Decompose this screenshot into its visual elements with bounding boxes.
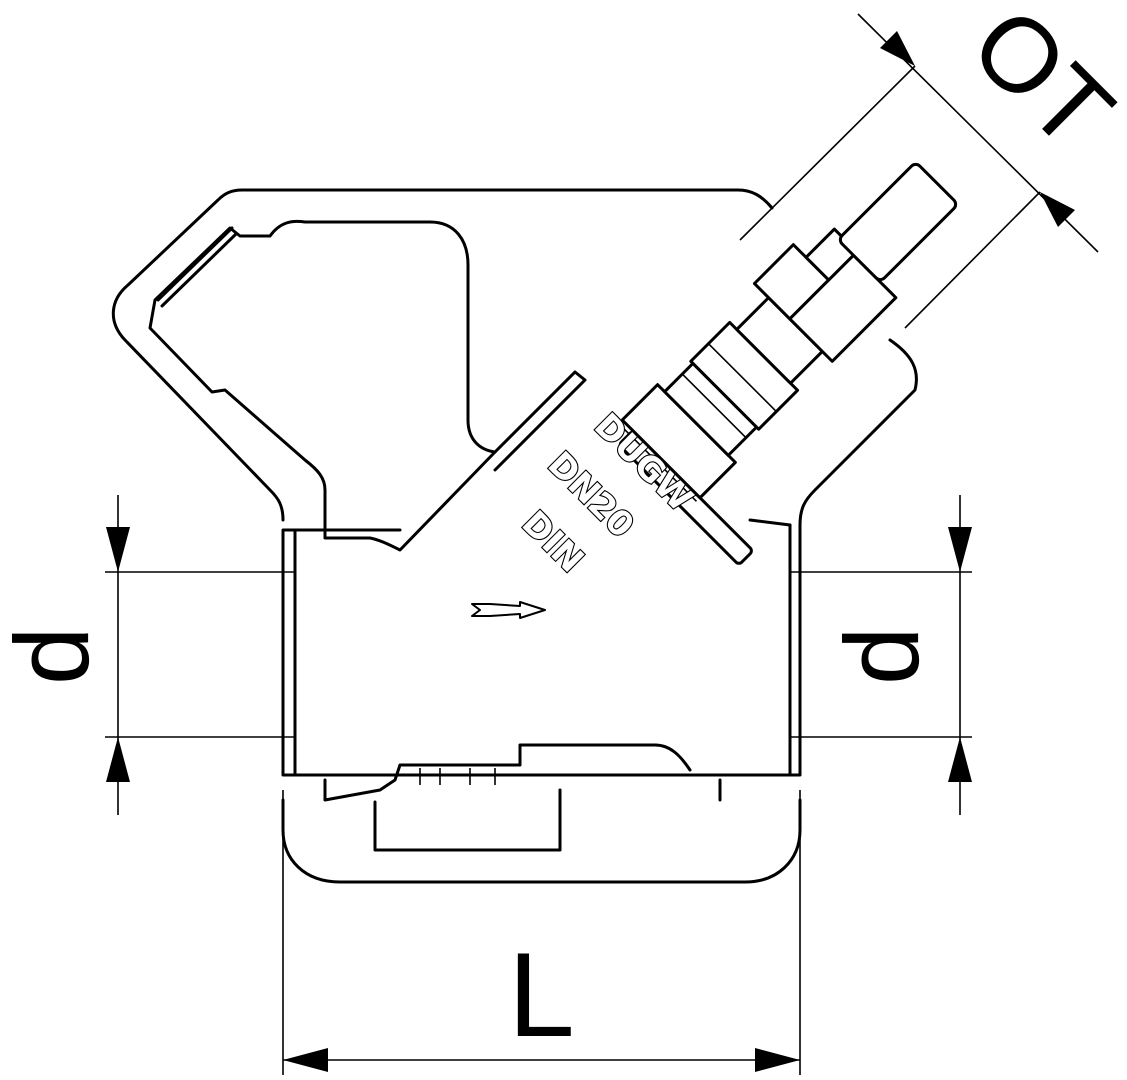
body-wall (493, 370, 587, 472)
dimension-d-left: d (0, 495, 295, 815)
dimension-label-d-left: d (0, 627, 111, 685)
flow-arrow-icon (471, 601, 546, 619)
dimension-d-right: d (790, 495, 972, 815)
dimension-l: L (282, 790, 801, 1075)
dimension-label-l: L (508, 928, 575, 1062)
cap-flat (156, 226, 238, 308)
pipe-body (281, 523, 802, 777)
strainer-cap (148, 219, 497, 552)
dimension-label-d-right: d (824, 627, 941, 685)
drain-plug (323, 743, 722, 852)
housing-outline-right (798, 338, 918, 527)
bottom-bowl (281, 798, 802, 884)
pipe-body-right-top (748, 518, 792, 527)
housing-outline (111, 188, 774, 522)
valve-stem (618, 162, 958, 565)
drain-threads (419, 768, 496, 785)
marking-din: DIN (514, 503, 591, 580)
dimension-label-ot: OT (949, 0, 1127, 171)
